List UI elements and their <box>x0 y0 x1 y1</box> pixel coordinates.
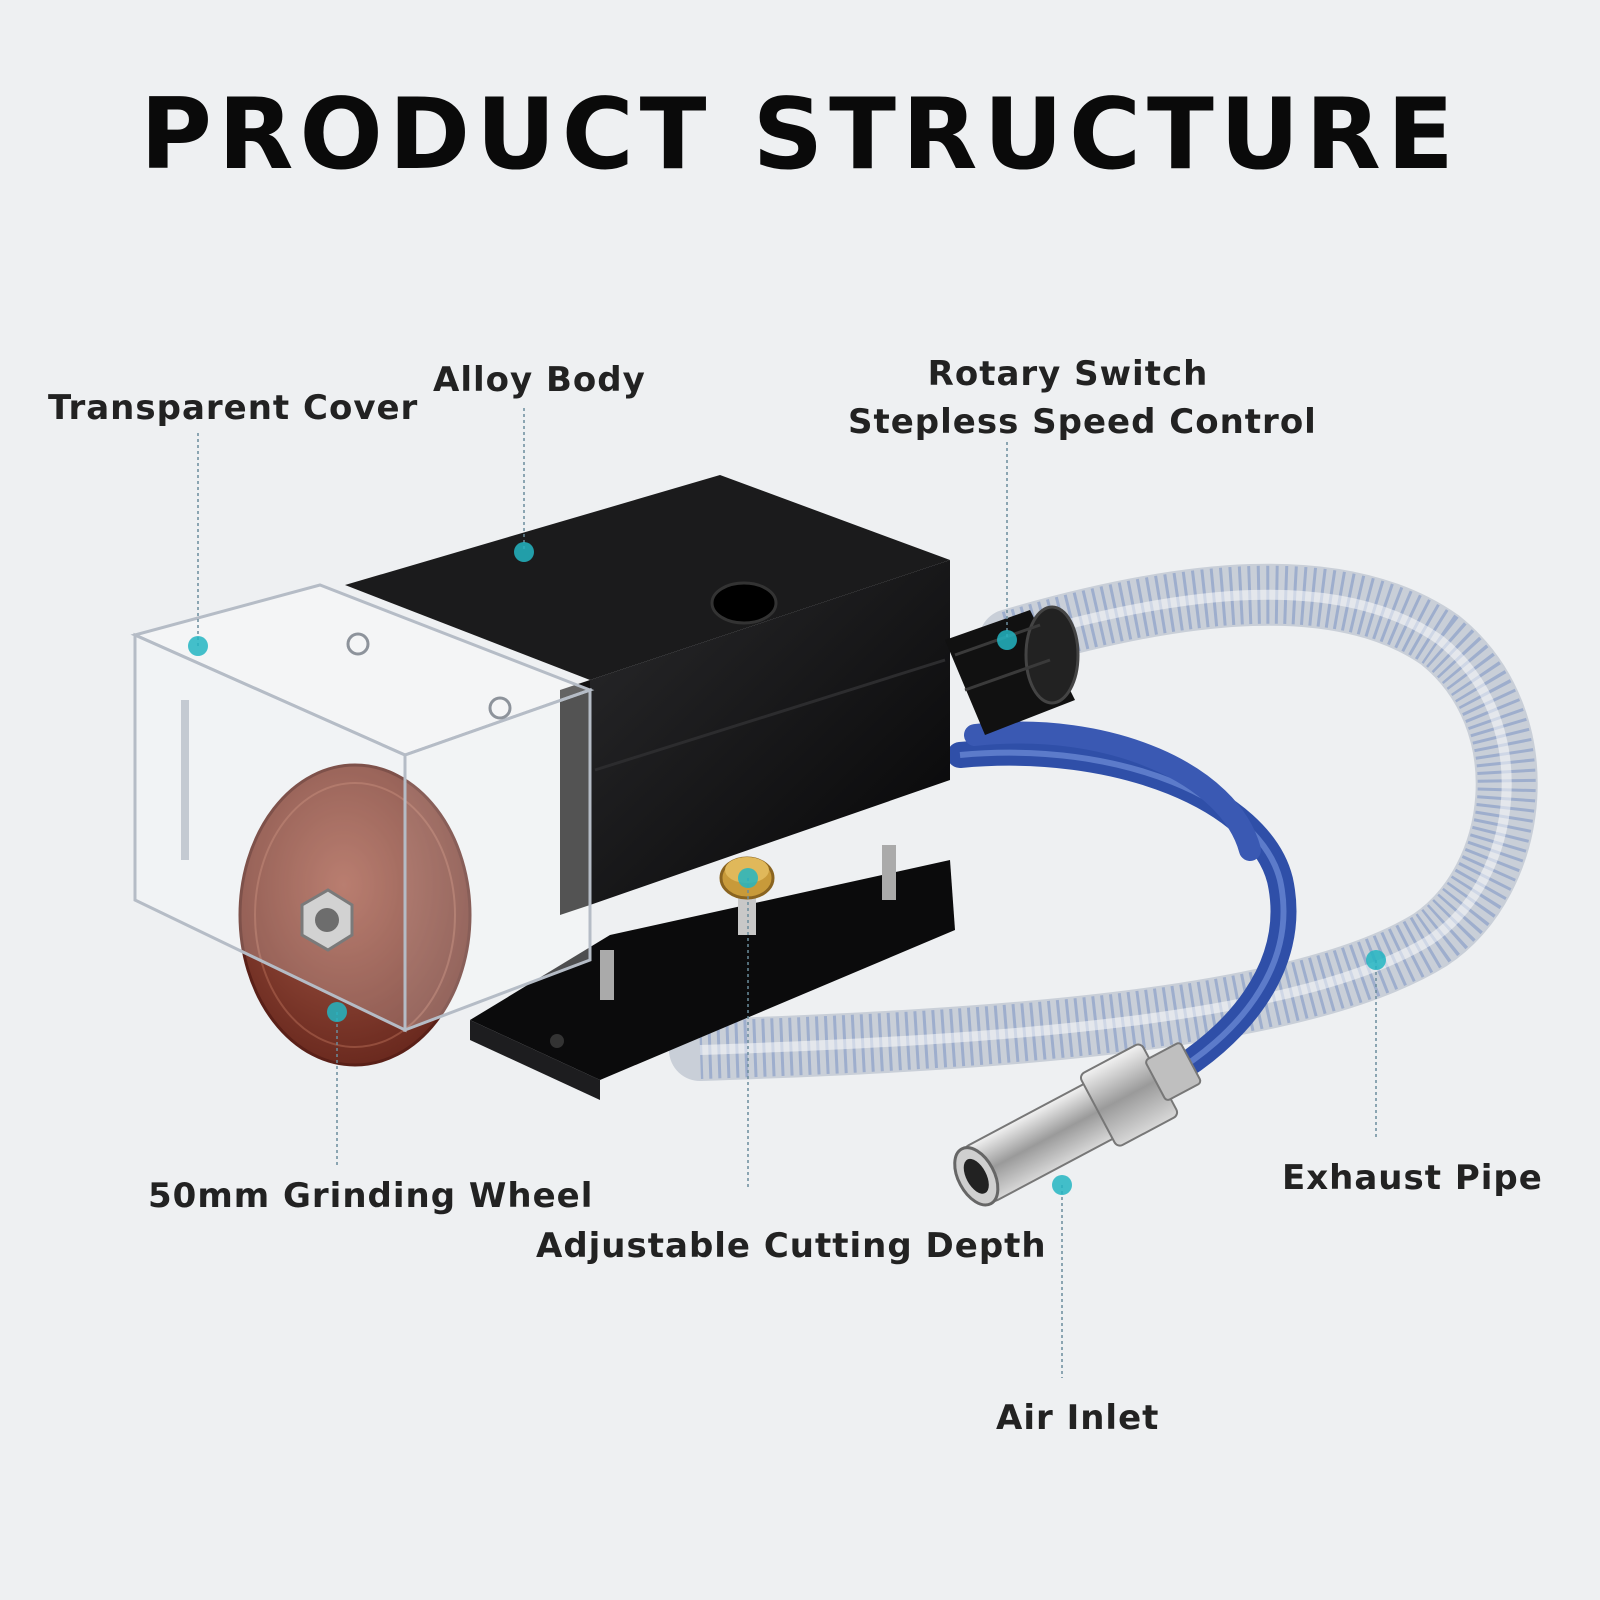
label-alloy-body: Alloy Body <box>433 360 646 400</box>
transparent-cover <box>130 583 595 1033</box>
label-transparent-cover: Transparent Cover <box>48 388 419 428</box>
grinding-wheel <box>238 763 472 1067</box>
marker-rotary-switch <box>997 630 1017 650</box>
base-plate <box>470 860 955 1100</box>
marker-air-inlet <box>1052 1175 1072 1195</box>
alloy-body <box>345 475 950 915</box>
marker-transparent-cover <box>188 636 208 656</box>
callout-lines <box>197 408 1377 1378</box>
air-hose <box>947 721 1297 1088</box>
marker-exhaust-pipe <box>1366 950 1386 970</box>
label-exhaust-pipe: Exhaust Pipe <box>1282 1158 1543 1198</box>
marker-grinding-wheel <box>327 1002 347 1022</box>
marker-alloy-body <box>514 542 534 562</box>
label-rotary-switch: Rotary Switch <box>927 354 1209 394</box>
air-inlet-coupler <box>953 1042 1202 1207</box>
label-cutting-depth: Adjustable Cutting Depth <box>536 1226 1047 1266</box>
callout-markers <box>188 542 1386 1195</box>
label-stepless-speed-control: Stepless Speed Control <box>848 402 1317 442</box>
label-grinding-wheel: 50mm Grinding Wheel <box>148 1176 594 1216</box>
label-air-inlet: Air Inlet <box>996 1398 1160 1438</box>
marker-cutting-depth <box>738 868 758 888</box>
rotary-switch <box>945 605 1080 735</box>
page-title: PRODUCT STRUCTURE <box>140 78 1460 192</box>
exhaust-pipe-hose <box>669 563 1538 1081</box>
label-rotary-switch-group: Rotary Switch Stepless Speed Control <box>848 350 1317 446</box>
